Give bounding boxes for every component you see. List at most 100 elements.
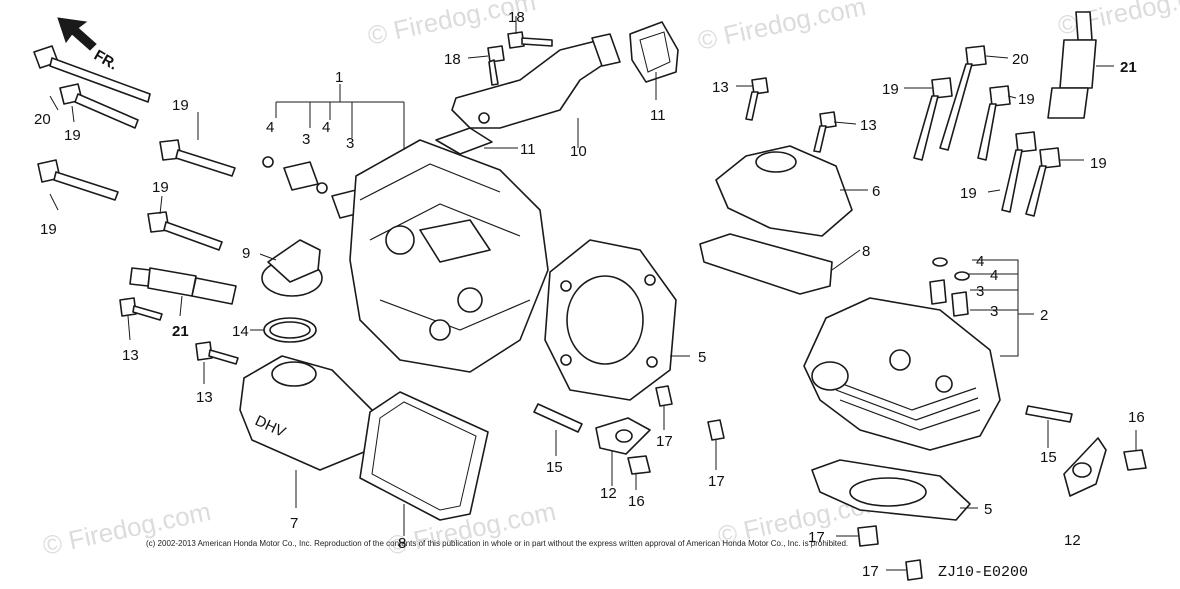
callout-3b: 3 xyxy=(346,135,354,152)
callout-13b: 13 xyxy=(196,389,213,406)
callout-20a: 20 xyxy=(34,111,51,128)
callout-19e: 19 xyxy=(882,81,899,98)
copyright-notice: (c) 2002-2013 American Honda Motor Co., … xyxy=(146,539,848,548)
callout-18a: 18 xyxy=(508,9,525,26)
dowel-pin-b xyxy=(707,419,725,441)
diagram-code: ZJ10-E0200 xyxy=(938,564,1028,581)
bolt-19-right-a xyxy=(913,77,953,161)
o-ring-inner xyxy=(269,321,311,339)
callout-11a: 11 xyxy=(520,141,536,158)
callout-3c: 3 xyxy=(976,283,984,300)
watermark-2: © Firedog.com xyxy=(695,0,868,56)
callout-19f: 19 xyxy=(1018,91,1035,108)
bolt-19-c xyxy=(37,159,119,201)
callout-8a: 8 xyxy=(862,243,870,260)
callout-18b: 18 xyxy=(444,51,461,68)
spark-plug-left xyxy=(129,267,237,305)
callout-19d: 19 xyxy=(40,221,57,238)
callout-2: 2 xyxy=(1040,307,1048,324)
bolt-13-right-b xyxy=(813,111,837,153)
exhaust-gasket-top xyxy=(629,21,679,83)
callouts: 1 4 3 4 3 19 20 19 19 19 9 21 13 14 13 1… xyxy=(34,9,1145,580)
bolt-20-right xyxy=(939,45,987,151)
cylinder-head-rear xyxy=(803,297,1001,451)
head-cover-gasket-rear xyxy=(699,233,833,295)
bolt-19-a xyxy=(59,83,139,129)
bolt-18-a xyxy=(507,31,553,49)
watermark-3: © Firedog.com xyxy=(40,496,213,561)
spark-plug-right xyxy=(1047,11,1097,119)
stud-bolt-left xyxy=(533,403,583,433)
callout-17c: 17 xyxy=(808,529,825,546)
callout-11b: 11 xyxy=(650,107,666,124)
dowel-pin-c xyxy=(857,525,879,547)
callout-7: 7 xyxy=(290,515,298,532)
direction-label: FR. xyxy=(91,47,120,74)
callout-12a: 12 xyxy=(600,485,617,502)
cylinder-head-front xyxy=(349,139,549,373)
bolt-13-left-a xyxy=(119,297,163,321)
bolt-13-right-a xyxy=(745,77,769,121)
callout-19c: 19 xyxy=(152,179,169,196)
bolt-13-left-b xyxy=(195,341,239,365)
head-cover-front: DHV xyxy=(239,355,373,471)
insulator-right xyxy=(1063,437,1107,497)
bolt-19-b xyxy=(159,139,236,177)
callout-19a: 19 xyxy=(172,97,189,114)
callout-10: 10 xyxy=(570,143,587,160)
exhaust-gasket-small xyxy=(435,127,493,155)
callout-4c: 4 xyxy=(976,253,984,270)
head-cover-rear xyxy=(715,145,853,237)
bolt-20-left xyxy=(33,45,151,103)
callout-15b: 15 xyxy=(1040,449,1057,466)
callout-21a: 21 xyxy=(172,323,189,340)
bolt-18-b xyxy=(487,45,505,86)
callout-20b: 20 xyxy=(1012,51,1029,68)
flange-nut-left xyxy=(627,455,651,475)
leader-lines xyxy=(49,16,1137,571)
flange-nut-right xyxy=(1123,449,1147,471)
callout-8b: 8 xyxy=(398,535,406,552)
callout-21b: 21 xyxy=(1120,59,1137,76)
valve-stem-seals-right xyxy=(929,257,970,317)
callout-16b: 16 xyxy=(1128,409,1145,426)
arrow-icon xyxy=(57,17,97,51)
valve-stem-seals-left xyxy=(262,156,365,219)
callout-13c: 13 xyxy=(712,79,729,96)
head-gasket-rear xyxy=(811,459,971,521)
callout-1: 1 xyxy=(335,69,343,86)
callout-13a: 13 xyxy=(122,347,139,364)
stud-bolt-right xyxy=(1025,405,1073,423)
callout-14: 14 xyxy=(232,323,249,340)
callout-6: 6 xyxy=(872,183,880,200)
bolt-19-right-c xyxy=(1001,131,1037,213)
head-cover-gasket-front xyxy=(359,391,489,521)
callout-4b: 4 xyxy=(322,119,330,136)
callout-16a: 16 xyxy=(628,493,645,510)
callout-17b: 17 xyxy=(708,473,725,490)
bolt-19-right-b xyxy=(977,85,1011,161)
bolt-19-right-d xyxy=(1025,147,1061,217)
callout-17a: 17 xyxy=(656,433,673,450)
head-gasket-front xyxy=(544,239,677,401)
callout-17d: 17 xyxy=(862,563,879,580)
callout-13d: 13 xyxy=(860,117,877,134)
callout-4d: 4 xyxy=(990,267,998,284)
dowel-pin-d xyxy=(905,559,923,581)
bolt-19-d xyxy=(147,211,223,251)
callout-15a: 15 xyxy=(546,459,563,476)
callout-19h: 19 xyxy=(1090,155,1107,172)
insulator-left xyxy=(595,417,651,455)
callout-19g: 19 xyxy=(960,185,977,202)
callout-5a: 5 xyxy=(698,349,706,366)
callout-4a: 4 xyxy=(266,119,274,136)
exhaust-manifold xyxy=(451,33,621,129)
dowel-pin-a xyxy=(655,385,673,407)
callout-3d: 3 xyxy=(990,303,998,320)
oil-filler-cap xyxy=(261,239,323,297)
callout-12b: 12 xyxy=(1064,532,1081,549)
callout-5b: 5 xyxy=(984,501,992,518)
callout-9: 9 xyxy=(242,245,250,262)
callout-3a: 3 xyxy=(302,131,310,148)
